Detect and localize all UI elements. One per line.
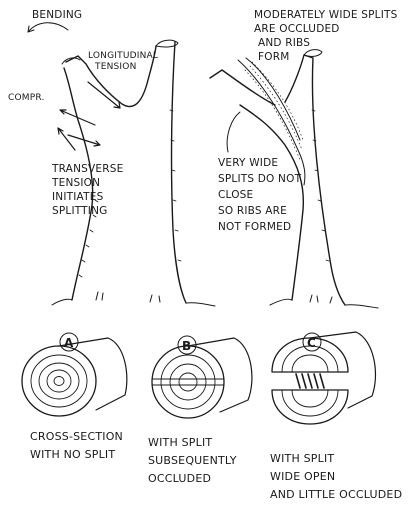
label-splitting: SPLITTING [52, 205, 107, 217]
label-not-formed: NOT FORMED [218, 221, 291, 233]
left-labels: BENDING LONGITUDINAL TENSION COMPR. TRAN… [8, 9, 158, 217]
label-moderately: MODERATELY WIDE SPLITS [254, 9, 398, 21]
label-longitudinal: LONGITUDINAL [88, 51, 158, 61]
log-a [22, 333, 127, 416]
label-close: CLOSE [218, 189, 253, 201]
caption-c-1: WITH SPLIT [270, 452, 334, 465]
left-stress-arrows [58, 82, 120, 150]
label-tension-top: TENSION [94, 62, 137, 72]
caption-b-3: OCCLUDED [148, 472, 211, 485]
label-and-ribs: AND RIBS [258, 37, 310, 49]
caption-a-1: CROSS-SECTION [30, 430, 123, 443]
log-b-split [152, 379, 224, 385]
letter-b: B [182, 339, 191, 353]
left-bending-arc [28, 23, 68, 32]
caption-c-3: AND LITTLE OCCLUDED [270, 488, 402, 501]
log-c [272, 332, 375, 424]
caption-b-1: WITH SPLIT [148, 436, 212, 449]
caption-b-2: SUBSEQUENTLY [148, 454, 237, 467]
log-b-end [152, 346, 224, 418]
log-b-body [188, 338, 252, 412]
log-a-end [22, 346, 96, 416]
label-very-wide: VERY WIDE [218, 157, 278, 169]
log-c-body [310, 332, 375, 408]
log-captions: CROSS-SECTION WITH NO SPLIT WITH SPLIT S… [30, 430, 402, 501]
label-transverse: TRANSVERSE [51, 163, 123, 175]
label-compr: COMPR. [8, 93, 45, 103]
right-tree-roots [270, 295, 378, 308]
label-transverse-tension: TENSION [51, 177, 100, 189]
label-splits-do-not: SPLITS DO NOT [218, 173, 302, 185]
letter-c: C [307, 336, 316, 350]
label-form: FORM [258, 51, 289, 63]
caption-a-2: WITH NO SPLIT [30, 448, 115, 461]
right-leader-line [227, 112, 240, 152]
right-labels: MODERATELY WIDE SPLITS ARE OCCLUDED AND … [218, 9, 398, 233]
label-so-ribs: SO RIBS ARE [218, 205, 287, 217]
left-tree-roots [52, 292, 215, 306]
caption-c-2: WIDE OPEN [270, 470, 335, 483]
label-are-occluded: ARE OCCLUDED [254, 23, 340, 35]
log-b [152, 336, 252, 418]
log-c-split-hatch [296, 374, 324, 388]
right-tree-top-cut [304, 50, 322, 57]
letter-a: A [64, 336, 74, 350]
label-initiates: INITIATES [52, 191, 104, 203]
label-bending: BENDING [32, 9, 82, 21]
